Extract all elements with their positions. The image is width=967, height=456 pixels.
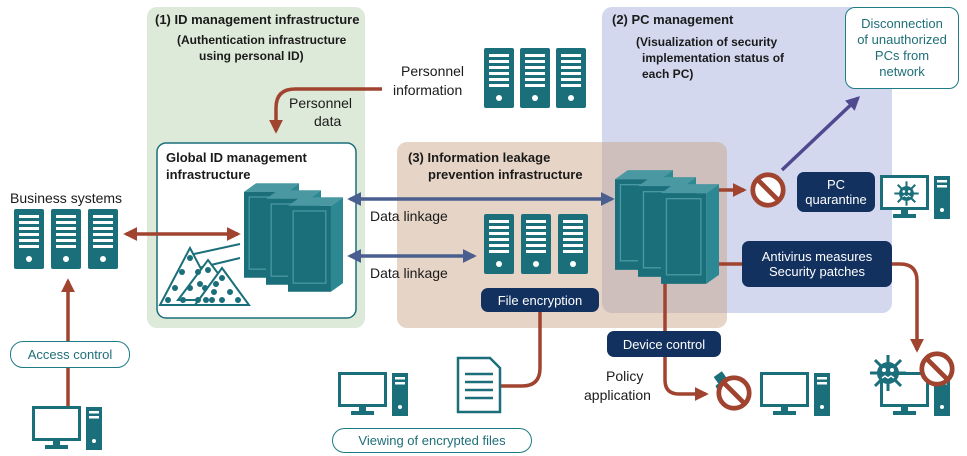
block-icon — [922, 354, 952, 384]
virus-icon — [893, 180, 920, 207]
business-server-icon — [51, 209, 81, 269]
access-control-label: Access control — [10, 341, 130, 368]
region-1-title: (1) ID management infrastructure — [155, 12, 359, 28]
personnel-server-icon — [484, 48, 514, 108]
block-icon — [719, 378, 749, 408]
region-3-title-text: Information leakage — [427, 150, 551, 165]
pc-quarantine-badge-line-1: PC — [826, 177, 846, 192]
pc-quarantine-badge: PC quarantine — [797, 172, 875, 212]
region-3-title: (3) Information leakage — [408, 150, 550, 166]
encryption-server-icon — [484, 214, 514, 274]
data-linkage-label-1: Data linkage — [370, 208, 448, 224]
disconnection-label: Disconnection of unauthorized PCs from n… — [845, 7, 959, 89]
region-2-subtitle-1: (Visualization of security — [636, 35, 778, 49]
antivirus-arrow — [715, 262, 924, 353]
personnel-data-label-2: data — [314, 113, 342, 129]
virus-icon — [868, 353, 908, 393]
pc-quarantine-badge-line-2: quarantine — [805, 192, 867, 207]
region-2-subtitle-2: implementation status of — [642, 51, 785, 65]
global-id-title-1: Global ID management — [166, 150, 307, 165]
personnel-data-arrow — [269, 87, 382, 134]
file-encryption-line — [500, 312, 542, 388]
disconnection-line-4: network — [879, 64, 925, 79]
network-tree-icon — [158, 243, 251, 306]
pc-mgmt-server-cluster-icon — [661, 184, 719, 284]
document-icon — [456, 356, 502, 414]
disconnection-arrow — [780, 96, 861, 172]
business-server-icon — [88, 209, 118, 269]
block-icon — [753, 175, 783, 205]
region-2-title: (2) PC management — [612, 12, 733, 28]
disconnection-line-2: of unauthorized — [857, 32, 947, 47]
region-1-title-text: ID management infrastructure — [174, 12, 360, 27]
encryption-server-icon — [521, 214, 551, 274]
region-3-title-2: prevention infrastructure — [428, 167, 583, 182]
policy-label-2: application — [584, 387, 651, 403]
disconnection-line-1: Disconnection — [861, 16, 943, 31]
access-pc-icon — [32, 406, 104, 452]
file-encryption-badge: File encryption — [481, 288, 599, 312]
antivirus-badge-line-1: Antivirus measures — [761, 249, 873, 264]
personnel-server-icon — [556, 48, 586, 108]
antivirus-badge: Antivirus measures Security patches — [742, 241, 892, 287]
viewing-encrypted-files-label: Viewing of encrypted files — [332, 428, 532, 453]
region-1-subtitle-1: (Authentication infrastructure — [177, 33, 347, 47]
region-2-subtitle-3: each PC) — [642, 67, 694, 81]
encryption-server-icon — [558, 214, 588, 274]
region-2-title-text: PC management — [631, 12, 734, 27]
policy-arrow — [663, 275, 709, 401]
data-linkage-label-2: Data linkage — [370, 265, 448, 281]
device-control-pc-icon — [760, 372, 832, 418]
global-id-title-2: infrastructure — [166, 167, 251, 182]
personnel-data-label-1: Personnel — [289, 95, 353, 111]
personnel-info-label-2: information — [393, 82, 463, 98]
antivirus-badge-line-2: Security patches — [768, 264, 866, 279]
policy-label-1: Policy — [606, 368, 644, 384]
region-1-subtitle-2: using personal ID) — [199, 49, 304, 63]
business-server-icon — [14, 209, 44, 269]
region-1-number: (1) — [155, 12, 171, 27]
region-2-number: (2) — [612, 12, 628, 27]
id-server-cluster-icon — [288, 197, 343, 292]
disconnection-line-3: PCs from — [874, 48, 930, 63]
personnel-server-icon — [520, 48, 550, 108]
business-systems-label: Business systems — [10, 190, 123, 206]
device-control-badge: Device control — [607, 331, 721, 357]
region-3-number: (3) — [408, 150, 424, 165]
personnel-info-label-1: Personnel — [401, 63, 465, 79]
encrypted-viewer-pc-icon — [338, 372, 410, 418]
